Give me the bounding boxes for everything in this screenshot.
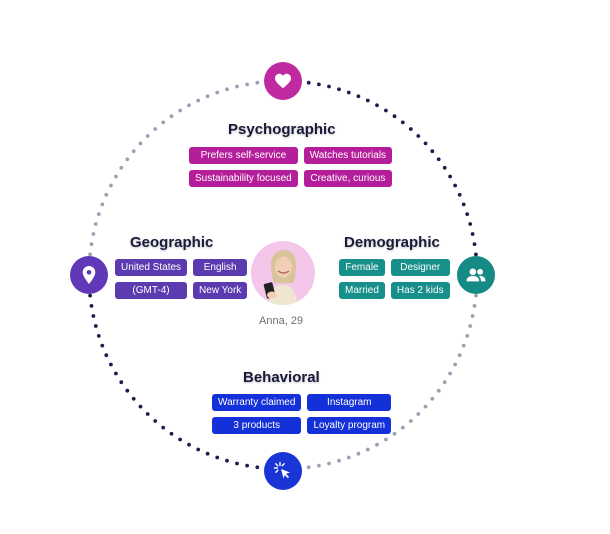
psychographic-tag: Creative, curious [303, 170, 393, 187]
persona-caption: Anna, 29 [259, 315, 304, 327]
behavioral-tag: Loyalty program [307, 417, 392, 434]
demographic-title: Demographic [344, 234, 440, 251]
geographic-tag: United States [115, 259, 188, 276]
location-pin-icon [70, 256, 108, 294]
behavioral-title: Behavioral [243, 369, 320, 386]
heart-icon [264, 62, 302, 100]
demographic-tag: Designer [390, 259, 450, 276]
psychographic-title: Psychographic [228, 121, 336, 138]
people-icon [457, 256, 495, 294]
behavioral-tag: 3 products [212, 417, 302, 434]
behavioral-tags: Warranty claimed Instagram 3 products Lo… [212, 394, 392, 434]
demographic-tags: Female Designer Married Has 2 kids [339, 259, 450, 299]
psychographic-tag: Prefers self-service [189, 147, 298, 164]
click-cursor-icon [264, 452, 302, 490]
demographic-tag: Female [339, 259, 385, 276]
behavioral-tag: Instagram [307, 394, 392, 411]
demographic-tag: Has 2 kids [390, 282, 450, 299]
geographic-title: Geographic [130, 234, 214, 251]
geographic-tag: English [193, 259, 248, 276]
demographic-tag: Married [339, 282, 385, 299]
geographic-tags: United States English (GMT-4) New York [115, 259, 248, 299]
psychographic-tag: Watches tutorials [303, 147, 393, 164]
avatar [251, 241, 315, 305]
geographic-tag: New York [193, 282, 248, 299]
psychographic-tags: Prefers self-service Watches tutorials S… [189, 147, 393, 187]
psychographic-tag: Sustainability focused [189, 170, 298, 187]
behavioral-tag: Warranty claimed [212, 394, 302, 411]
geographic-tag: (GMT-4) [115, 282, 188, 299]
